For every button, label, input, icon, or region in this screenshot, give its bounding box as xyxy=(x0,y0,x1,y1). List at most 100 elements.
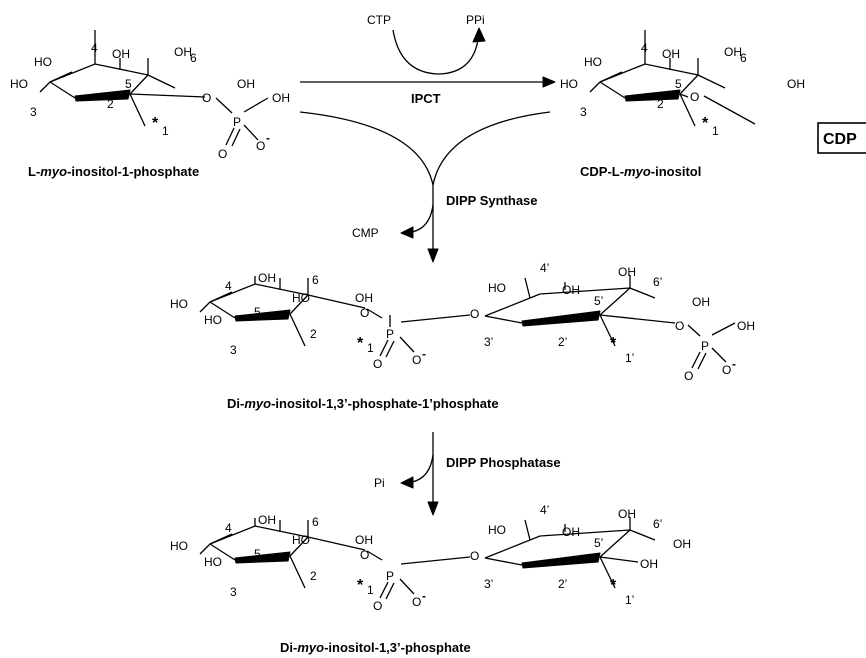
negative-charge: - xyxy=(266,131,270,145)
label-star: * xyxy=(610,335,617,352)
locant: 3 xyxy=(30,105,37,119)
label-star: * xyxy=(610,577,617,594)
hydroxyl-label: OH xyxy=(662,47,680,61)
hydroxyl-label: OH xyxy=(237,77,255,91)
hydroxyl-label: HO xyxy=(170,539,188,553)
locant: 1 xyxy=(712,124,719,138)
locant: 4 xyxy=(225,279,232,293)
locant: 5 xyxy=(675,77,682,91)
byproduct-label: CMP xyxy=(352,226,379,240)
reaction-ipct: CTP PPi IPCT xyxy=(300,13,556,106)
reaction-dipp-synthase: DIPP Synthase CMP xyxy=(299,111,551,263)
locant: 2 xyxy=(657,97,664,111)
oxygen-label: O xyxy=(412,353,421,367)
locant: 4 xyxy=(91,41,98,55)
locant: 5 xyxy=(254,547,261,561)
hydroxyl-label: OH xyxy=(258,513,276,527)
hydroxyl-label: OH xyxy=(258,271,276,285)
hydroxyl-label: OH xyxy=(692,295,710,309)
compound-name: Di-myo-inositol-1,3’-phosphate xyxy=(280,640,471,655)
oxygen-label: O xyxy=(373,357,382,371)
locant: 2’ xyxy=(558,577,567,591)
reaction-dipp-phosphatase: DIPP Phosphatase Pi xyxy=(374,432,561,516)
hydroxyl-label: OH xyxy=(724,45,742,59)
hydroxyl-label: OH xyxy=(562,525,580,539)
locant: 6 xyxy=(740,51,747,65)
oxygen-label: O xyxy=(684,369,693,383)
compound-cdp-l-myo-inositol: HO HO OH OH OH O 4 5 6 3 2 1 * CDP CDP-L… xyxy=(560,30,866,179)
hydroxyl-label: HO xyxy=(10,77,28,91)
locant: 4’ xyxy=(540,503,549,517)
locant: 1’ xyxy=(625,351,634,365)
locant: 4’ xyxy=(540,261,549,275)
locant: 1 xyxy=(162,124,169,138)
oxygen-label: O xyxy=(412,595,421,609)
locant: 4 xyxy=(225,521,232,535)
negative-charge: - xyxy=(422,589,426,603)
label-star: * xyxy=(357,577,364,594)
oxygen-label: O xyxy=(202,91,211,105)
compound-name: CDP-L-myo-inositol xyxy=(580,164,701,179)
hydroxyl-label: OH xyxy=(355,533,373,547)
hydroxyl-label: HO xyxy=(34,55,52,69)
enzyme-label: IPCT xyxy=(411,91,441,106)
locant: 3’ xyxy=(484,335,493,349)
byproduct-label: Pi xyxy=(374,476,385,490)
compound-di-myo-inositol-phosphate: OH HO HO OH HO 4 5 6 3 2 1 * O P O O O - xyxy=(170,503,691,655)
locant: 6 xyxy=(312,515,319,529)
coproduct-label: PPi xyxy=(466,13,485,27)
locant: 5 xyxy=(125,77,132,91)
cdp-label: CDP xyxy=(823,131,857,148)
locant: 6’ xyxy=(653,517,662,531)
hydroxyl-label: HO xyxy=(560,77,578,91)
locant: 6 xyxy=(190,51,197,65)
locant: 2’ xyxy=(558,335,567,349)
locant: 5 xyxy=(254,305,261,319)
compound-l-myo-inositol-1-phosphate: HO HO OH OH OH O OH P O O - 4 5 6 3 2 1 … xyxy=(10,30,290,179)
hydroxyl-label: HO xyxy=(292,533,310,547)
locant: 4 xyxy=(641,41,648,55)
oxygen-label: O xyxy=(360,548,369,562)
hydroxyl-label: HO xyxy=(488,281,506,295)
hydroxyl-label: HO xyxy=(488,523,506,537)
hydroxyl-label: OH xyxy=(272,91,290,105)
oxygen-label: O xyxy=(470,549,479,563)
hydroxyl-label: OH xyxy=(355,291,373,305)
compound-di-myo-inositol-phosphate-phosphate: OH HO HO OH 4 5 6 3 2 1 * HO O P O O O - xyxy=(170,261,755,411)
hydroxyl-label: OH xyxy=(737,319,755,333)
compound-name: L-myo-inositol-1-phosphate xyxy=(28,164,199,179)
locant: 3 xyxy=(230,343,237,357)
enzyme-label: DIPP Phosphatase xyxy=(446,455,561,470)
hydroxyl-label: HO xyxy=(584,55,602,69)
hydroxyl-label: OH xyxy=(562,283,580,297)
hydroxyl-label: OH xyxy=(673,537,691,551)
cdp-box xyxy=(817,122,866,154)
locant: 2 xyxy=(310,569,317,583)
enzyme-label: DIPP Synthase xyxy=(446,193,538,208)
phosphorus-label: P xyxy=(386,327,394,341)
locant: 3 xyxy=(580,105,587,119)
oxygen-label: O xyxy=(360,306,369,320)
locant: 3’ xyxy=(484,577,493,591)
locant: 1’ xyxy=(625,593,634,607)
oxygen-label: O xyxy=(256,139,265,153)
label-star: * xyxy=(702,115,709,132)
hydroxyl-label: OH xyxy=(618,507,636,521)
oxygen-label: O xyxy=(722,363,731,377)
hydroxyl-label: HO xyxy=(170,297,188,311)
oxygen-label: O xyxy=(373,599,382,613)
oxygen-label: O xyxy=(675,319,684,333)
locant: 5’ xyxy=(594,536,603,550)
locant: 2 xyxy=(310,327,317,341)
phosphorus-label: P xyxy=(233,115,241,129)
negative-charge: - xyxy=(732,357,736,371)
hydroxyl-label: OH xyxy=(112,47,130,61)
phosphorus-label: P xyxy=(701,339,709,353)
locant: 6 xyxy=(312,273,319,287)
label-star: * xyxy=(152,115,159,132)
locant: 6’ xyxy=(653,275,662,289)
hydroxyl-label: OH xyxy=(174,45,192,59)
hydroxyl-label: HO xyxy=(204,555,222,569)
cosubstrate-label: CTP xyxy=(367,13,391,27)
